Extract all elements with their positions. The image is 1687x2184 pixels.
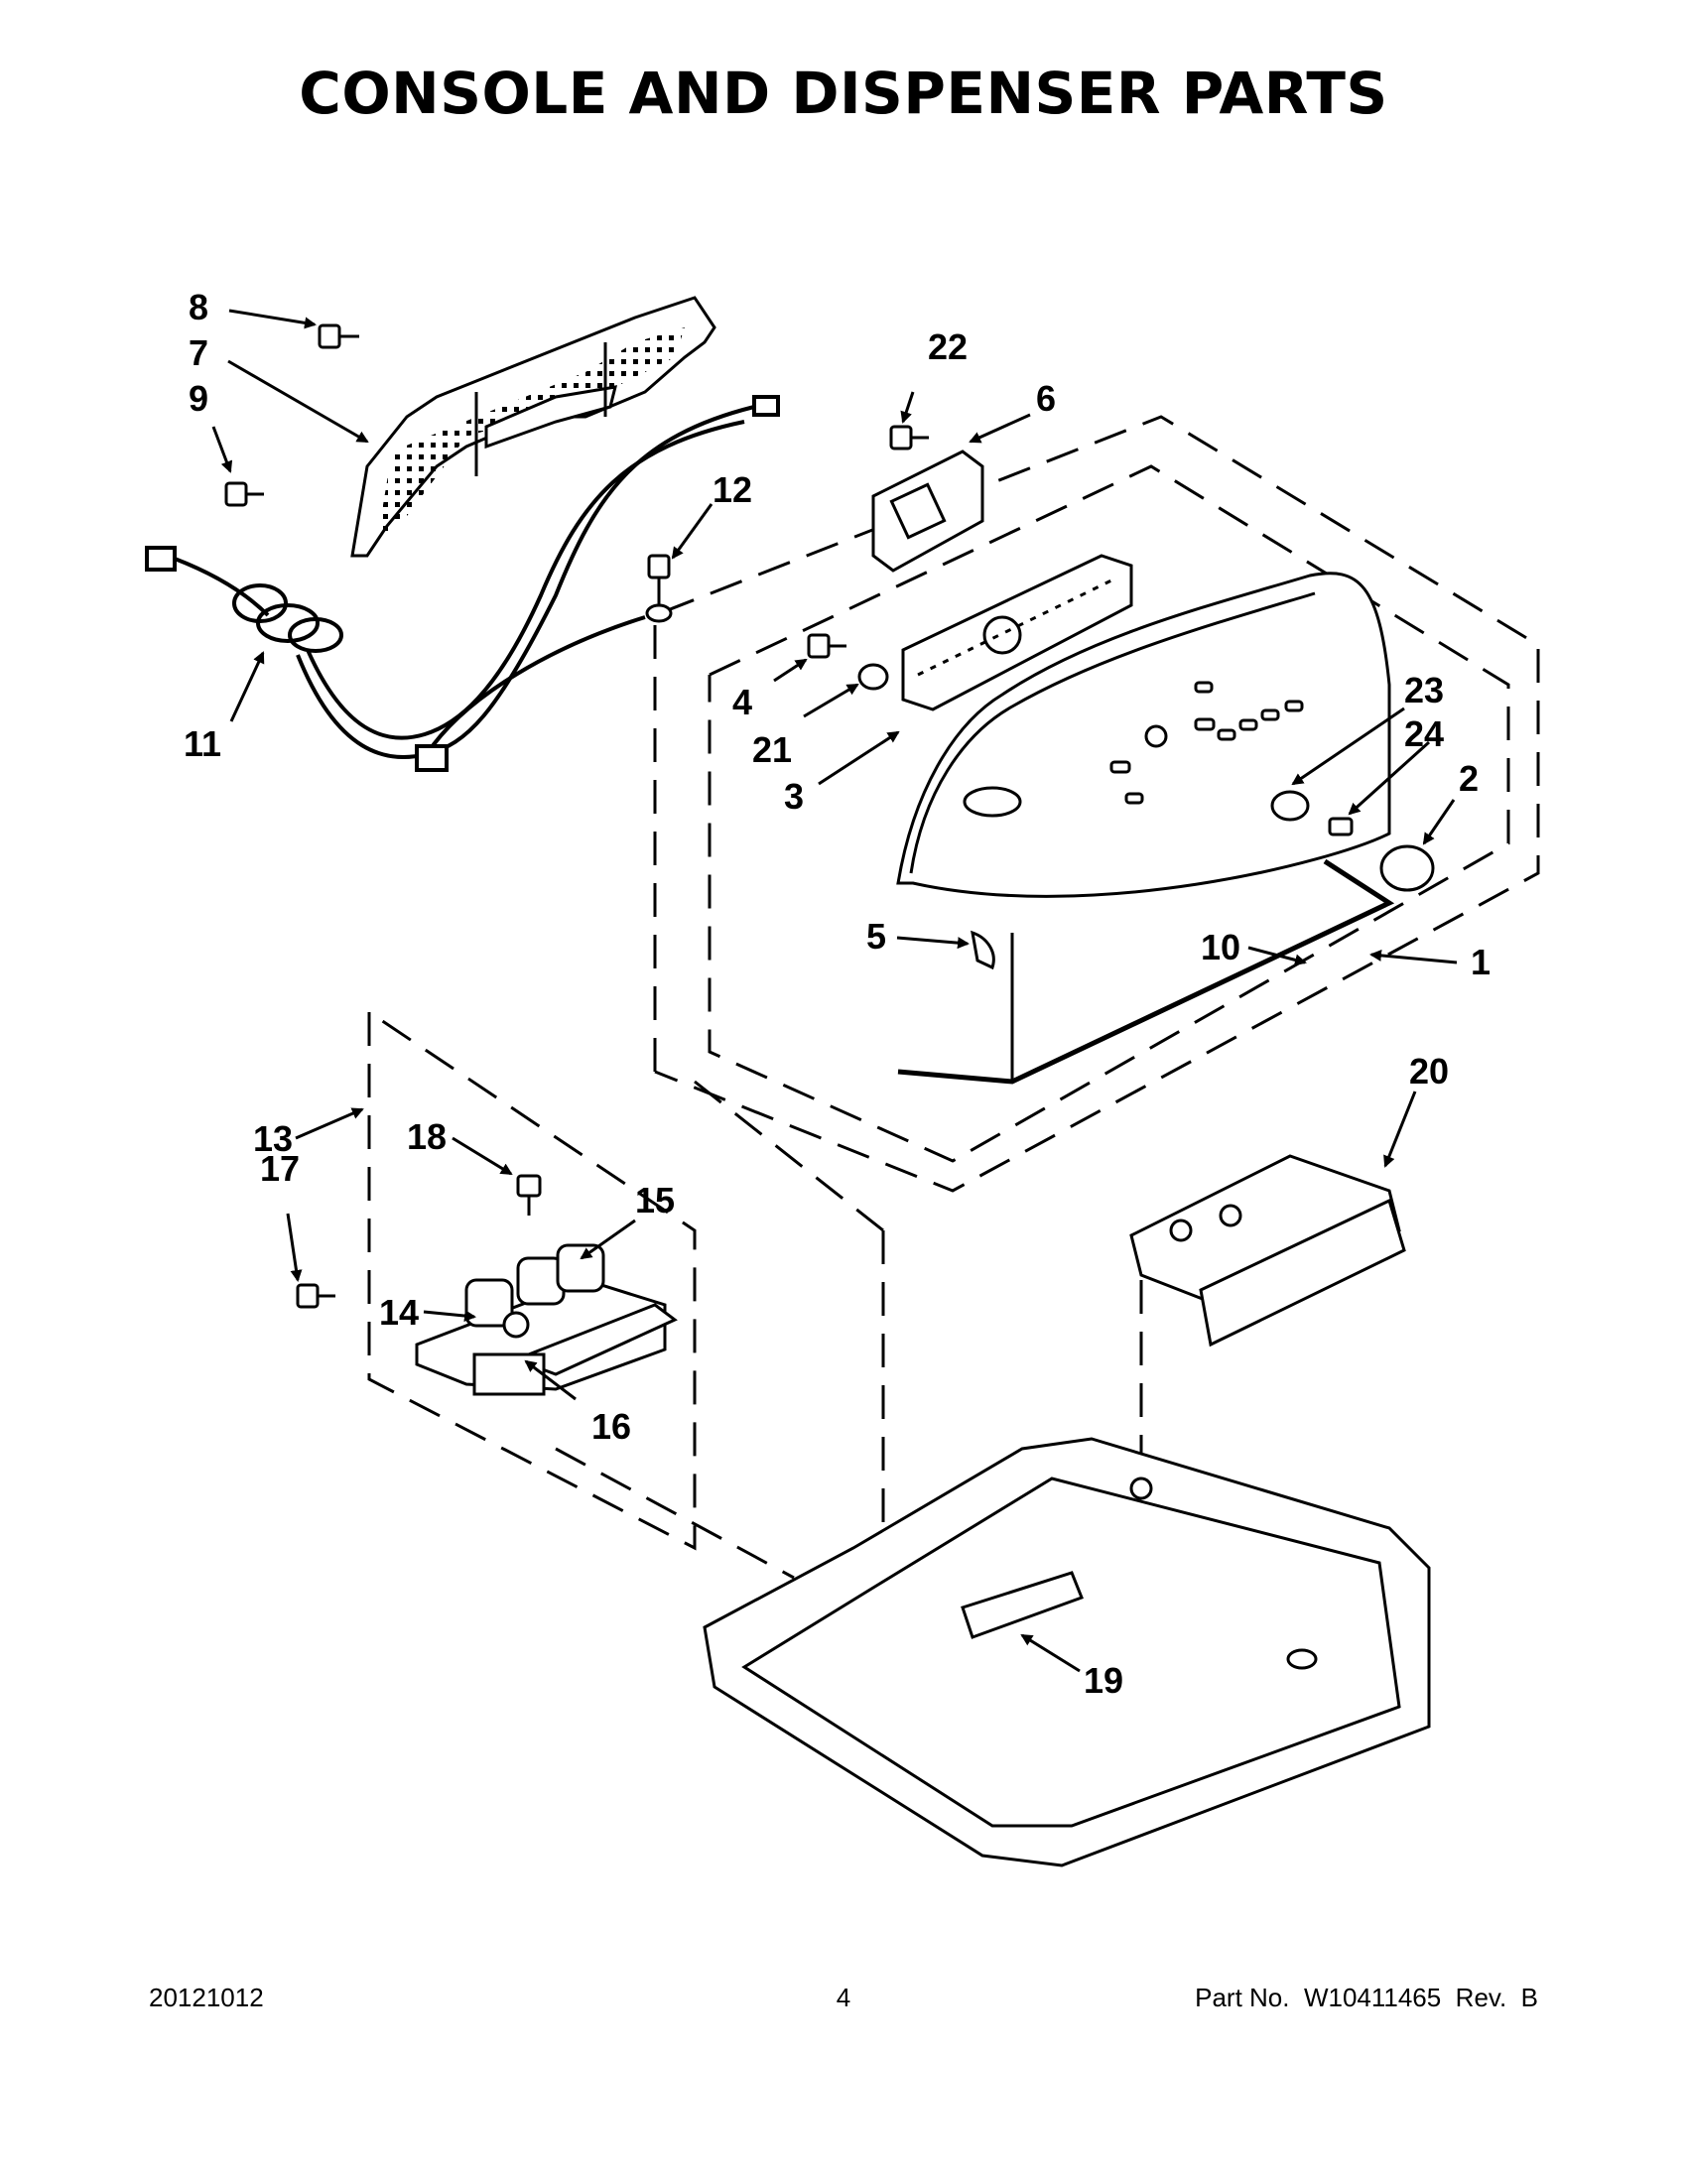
screw-8 — [318, 323, 359, 349]
user-interface-board — [871, 450, 984, 573]
callout-numbers: 8 7 9 11 12 22 6 4 21 3 23 24 2 5 10 1 2… — [184, 287, 1491, 1701]
power-cord — [145, 395, 780, 772]
footer-part-number: Part No. W10411465 Rev. B — [1195, 1983, 1538, 2012]
callout-20: 20 — [1409, 1051, 1449, 1092]
callout-14: 14 — [379, 1292, 419, 1333]
console-housing — [896, 572, 1391, 898]
knob-parts — [1270, 790, 1435, 892]
callout-4: 4 — [732, 682, 752, 722]
encoder-21 — [857, 663, 889, 691]
screw-9 — [224, 481, 264, 507]
screw-18 — [516, 1174, 542, 1216]
callout-24: 24 — [1404, 713, 1444, 754]
screw-4 — [807, 633, 846, 659]
footer-page-number: 4 — [836, 1983, 851, 2012]
callout-13: 13 — [253, 1118, 293, 1159]
screw-22 — [889, 425, 929, 450]
callout-21: 21 — [752, 729, 792, 770]
callout-11: 11 — [184, 723, 221, 764]
callout-2: 2 — [1459, 758, 1479, 799]
callout-3: 3 — [784, 776, 804, 817]
end-cap-clip — [971, 930, 995, 970]
callout-8: 8 — [189, 287, 208, 327]
callout-22: 22 — [928, 326, 968, 367]
callout-23: 23 — [1404, 670, 1444, 710]
console-seal-strip — [897, 858, 1395, 1085]
callout-arrows — [211, 309, 1458, 1673]
page-title: CONSOLE AND DISPENSER PARTS — [299, 60, 1388, 127]
callout-7: 7 — [189, 332, 208, 373]
main-control-board — [901, 554, 1133, 711]
console-rear-panel — [350, 296, 716, 558]
water-valve-assembly — [415, 1243, 678, 1396]
callout-5: 5 — [866, 916, 886, 957]
callout-1: 1 — [1471, 942, 1491, 982]
callout-10: 10 — [1201, 927, 1240, 967]
screw-17 — [296, 1283, 335, 1309]
ground-screw-12 — [645, 554, 673, 623]
callout-6: 6 — [1036, 378, 1056, 419]
callout-19: 19 — [1084, 1660, 1123, 1701]
callout-12: 12 — [713, 469, 752, 510]
callout-16: 16 — [591, 1406, 631, 1447]
callout-18: 18 — [407, 1116, 447, 1157]
valve-assembly-boundary — [367, 1010, 697, 1551]
footer-date: 20121012 — [149, 1983, 264, 2012]
callout-17: 17 — [260, 1148, 300, 1189]
callout-9: 9 — [189, 378, 208, 419]
washer-top-cover — [703, 1437, 1431, 1867]
callout-15: 15 — [635, 1180, 675, 1220]
dispenser-drawer — [1129, 1154, 1406, 1348]
console-assembly-boundary — [653, 415, 1540, 1193]
